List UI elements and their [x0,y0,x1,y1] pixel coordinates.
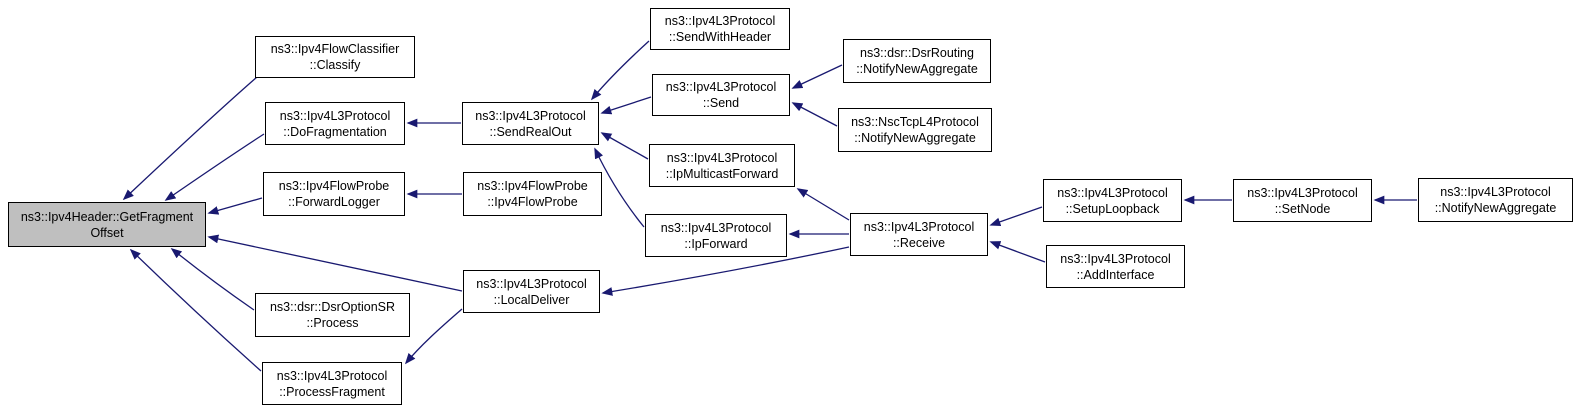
node-sendwithheader[interactable]: ns3::Ipv4L3Protocol ::SendWithHeader [650,8,790,50]
edge-process-to-main [170,247,255,311]
edge-receive-to-localdeliver [601,246,850,296]
node-label: ns3::Ipv4FlowProbe [477,179,588,193]
node-label: ::AddInterface [1076,267,1155,282]
node-label: ns3::dsr::DsrOptionSR [269,300,396,314]
node-localdeliver[interactable]: ns3::Ipv4L3Protocol ::LocalDeliver [463,270,600,313]
edge-send-to-sendrealout [600,96,652,115]
node-dsrrouting-notifynewaggregate[interactable]: ns3::dsr::DsrRouting ::NotifyNewAggregat… [843,39,991,83]
node-label: ns3::Ipv4L3Protocol [1247,185,1358,200]
node-label: ns3::Ipv4L3Protocol [476,276,587,291]
node-label: ns3::Ipv4L3Protocol [863,219,975,234]
node-sendrealout[interactable]: ns3::Ipv4L3Protocol ::SendRealOut [462,102,599,145]
node-receive[interactable]: ns3::Ipv4L3Protocol ::Receive [850,213,988,256]
node-label: ns3::Ipv4L3Protocol [665,80,777,94]
node-label: ns3::Ipv4L3Protocol [276,368,388,383]
node-label: ns3::Ipv4L3Protocol [1440,185,1551,199]
node-label: ::IpForward [684,236,748,251]
edge-sendwithheader-to-sendrealout [590,40,650,101]
node-notifynewaggregate[interactable]: ns3::Ipv4L3Protocol ::NotifyNewAggregate [1418,178,1573,222]
node-classify[interactable]: ns3::Ipv4FlowClassifier ::Classify [255,36,415,78]
node-label: ::SetupLoopback [1065,201,1160,216]
node-label: ns3::Ipv4FlowClassifier [270,42,400,56]
node-label: ns3::Ipv4L3Protocol [475,108,586,123]
node-label: ns3::Ipv4L3Protocol [1057,185,1168,200]
node-label: ::ProcessFragment [279,384,385,399]
node-nsctcp-notifynewaggregate[interactable]: ns3::NscTcpL4Protocol ::NotifyNewAggrega… [838,108,992,152]
node-label: ::SetNode [1274,201,1331,216]
node-label: ::Receive [892,235,946,250]
node-label: ns3::Ipv4L3Protocol [666,150,778,165]
node-addinterface[interactable]: ns3::Ipv4L3Protocol ::AddInterface [1046,245,1185,288]
node-label: ::Classify [309,58,361,72]
node-label: ::NotifyNewAggregate [1434,201,1557,215]
node-processfragment[interactable]: ns3::Ipv4L3Protocol ::ProcessFragment [262,362,402,405]
node-label: ::SendWithHeader [668,30,772,44]
edge-ipmulticastforward-to-sendrealout [600,132,649,160]
edge-setuploopback-to-receive [989,206,1043,227]
node-ipforward[interactable]: ns3::Ipv4L3Protocol ::IpForward [645,214,787,257]
node-setuploopback[interactable]: ns3::Ipv4L3Protocol ::SetupLoopback [1043,179,1182,222]
edge-dsrrouting-to-send [791,64,843,89]
node-dofragmentation[interactable]: ns3::Ipv4L3Protocol ::DoFragmentation [265,102,405,145]
node-getfragmentoffset: ns3::Ipv4Header::GetFragment Offset [8,202,206,247]
node-label: ::IpMulticastForward [665,166,779,181]
node-label: ::NotifyNewAggregate [856,62,978,76]
node-label: ::DoFragmentation [283,124,387,139]
edge-ipforward-to-sendrealout [594,147,645,228]
edge-processfragment-to-main [129,248,262,372]
node-dsroptionsr-process[interactable]: ns3::dsr::DsrOptionSR ::Process [255,293,410,337]
node-label: ::NotifyNewAggregate [854,131,976,145]
node-setnode[interactable]: ns3::Ipv4L3Protocol ::SetNode [1233,179,1372,222]
node-send[interactable]: ns3::Ipv4L3Protocol ::Send [652,74,790,116]
node-label: ::Process [306,316,359,330]
edge-dofragmentation-to-main [164,133,265,201]
node-label: ::Ipv4FlowProbe [487,195,578,209]
node-label: ns3::Ipv4Header::GetFragment [20,209,194,224]
node-label: ::SendRealOut [489,124,572,139]
edge-localdeliver-to-main [207,234,463,292]
edge-nsctcp-to-send [791,102,838,127]
node-ipv4flowprobe[interactable]: ns3::Ipv4FlowProbe ::Ipv4FlowProbe [463,172,602,216]
node-label: ns3::Ipv4L3Protocol [664,14,776,28]
node-forwardlogger[interactable]: ns3::Ipv4FlowProbe ::ForwardLogger [263,172,405,216]
node-label: ::Send [702,96,740,110]
node-label: ns3::Ipv4L3Protocol [1060,251,1171,266]
node-label: ns3::Ipv4FlowProbe [278,179,390,193]
edge-localdeliver-to-processfragment [404,308,463,365]
node-label: ns3::dsr::DsrRouting [860,46,974,60]
node-label: Offset [90,225,124,240]
edge-forwardlogger-to-main [207,197,263,215]
node-label: ::ForwardLogger [288,195,380,209]
node-label: ns3::NscTcpL4Protocol [851,115,979,129]
node-ipmulticastforward[interactable]: ns3::Ipv4L3Protocol ::IpMulticastForward [649,144,795,187]
edge-receive-to-ipmulticastforward [796,188,850,221]
node-label: ns3::Ipv4L3Protocol [660,220,772,235]
edge-addinterface-to-receive [989,241,1046,263]
node-label: ::LocalDeliver [493,292,570,307]
node-label: ns3::Ipv4L3Protocol [279,108,391,123]
edge-classify-to-main [122,76,258,201]
